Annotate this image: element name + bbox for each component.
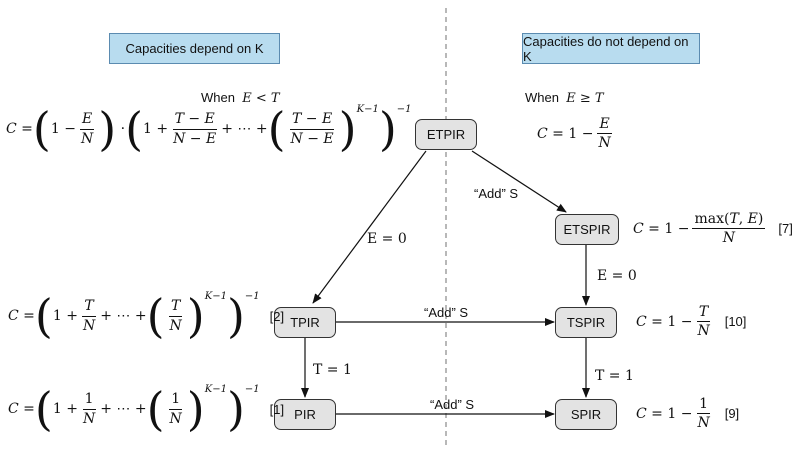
node-tpir: TPIR [274,307,336,338]
node-etpir-label: ETPIR [426,127,466,142]
node-pir-label: PIR [294,407,316,422]
arrow-etpir-to-etspir [471,150,567,213]
edge-label-add-s-pir-spir: “Add” S [430,397,475,412]
node-pir: PIR [274,399,336,430]
header-left: Capacities depend on K [109,33,280,64]
formula-etspir: C = 1 − max(T, E)N [7] [633,211,793,247]
edge-label-add-s-tpir-tspir: “Add” S [424,305,469,320]
node-tspir: TSPIR [555,307,617,338]
ref-pir: [1] [269,401,285,417]
header-right-label: Capacities do not depend on K [523,33,689,64]
edge-label-e-zero-left: E = 0 [367,231,407,247]
node-tpir-label: TPIR [290,315,320,330]
node-tspir-label: TSPIR [566,315,606,330]
edge-label-t-one-right: T = 1 [595,368,634,384]
node-spir-label: SPIR [570,407,602,422]
edge-label-add-s-etpir-etspir: “Add” S [474,186,519,201]
header-left-label: Capacities depend on K [125,41,264,56]
condition-left-prefix: When [201,90,235,105]
ref-etspir: [7] [778,221,793,237]
condition-right: When E ≥ T [525,90,604,106]
node-etpir: ETPIR [415,119,477,150]
ref-tpir: [2] [269,308,285,324]
condition-right-prefix: When [525,90,559,105]
node-spir: SPIR [555,399,617,430]
arrow-etpir-to-tpir [312,150,427,304]
node-etspir-label: ETSPIR [563,222,611,237]
condition-right-expr: E ≥ T [566,91,604,106]
ref-tspir: [10] [724,314,747,330]
node-etspir: ETSPIR [555,214,619,245]
condition-left: When E < T [201,90,280,106]
edge-label-t-one-left: T = 1 [313,362,352,378]
edge-label-e-zero-right: E = 0 [597,268,637,284]
condition-left-expr: E < T [242,91,280,106]
ref-spir: [9] [724,406,740,422]
header-right: Capacities do not depend on K [522,33,700,64]
